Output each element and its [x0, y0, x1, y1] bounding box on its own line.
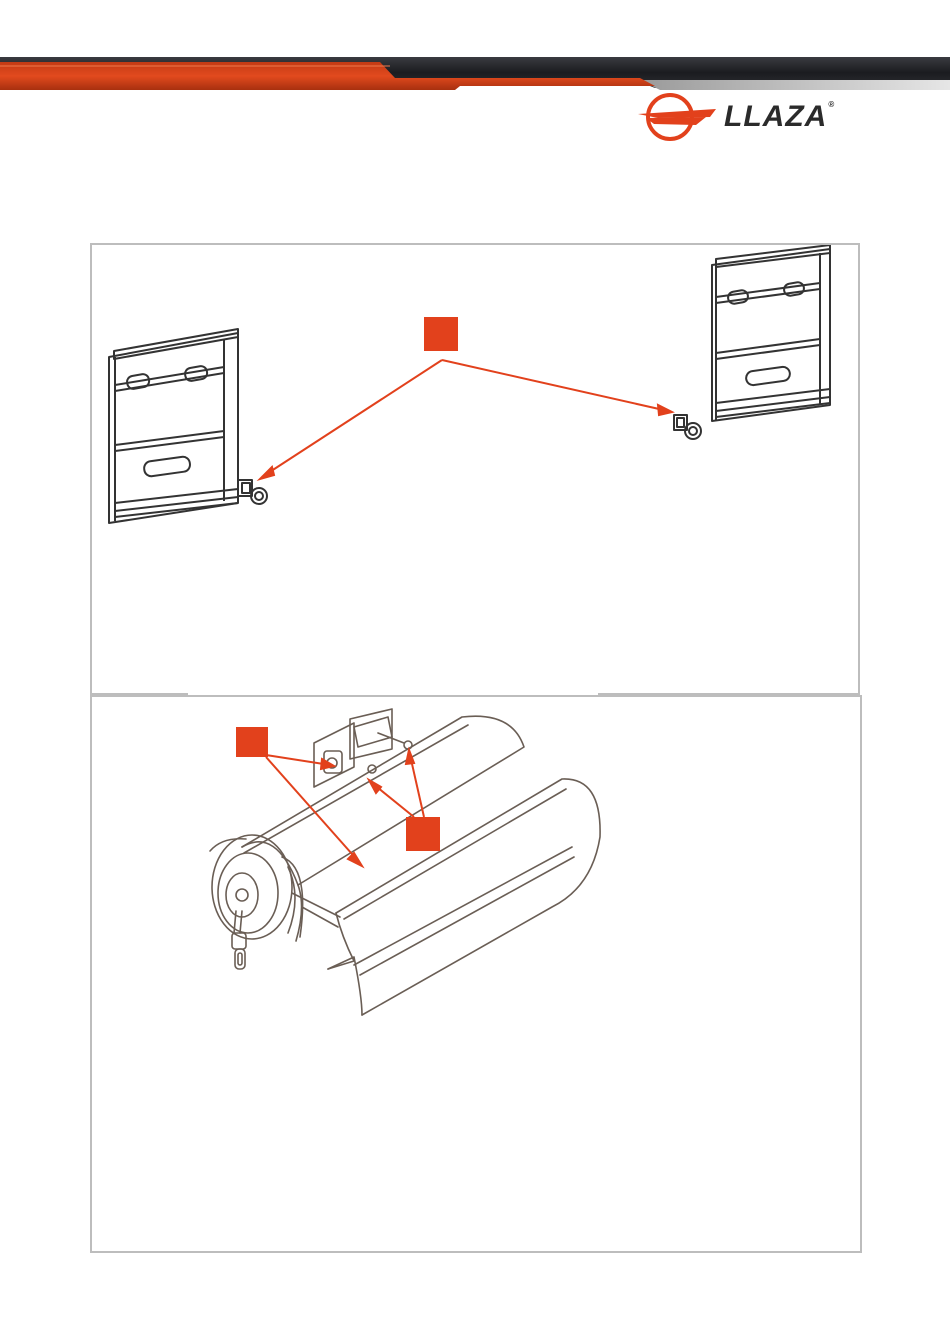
left-bracket-icon — [109, 329, 238, 523]
callout-marker-icon — [424, 317, 458, 351]
crank-handle-icon — [232, 911, 246, 969]
header-band — [0, 0, 950, 100]
figure-panel-brackets — [90, 243, 860, 695]
cassette-illustration — [92, 697, 860, 1251]
right-bracket-icon — [712, 245, 830, 421]
left-bolt-icon — [238, 480, 267, 504]
brand-name: LLAZA® — [724, 100, 835, 134]
end-cap-icon — [210, 835, 303, 939]
right-bolt-icon — [674, 415, 701, 439]
callout-marker-a-icon — [236, 727, 268, 757]
brackets-illustration — [92, 245, 858, 693]
callout-marker-b-icon — [406, 817, 440, 851]
cassette-cover-icon — [242, 716, 600, 1015]
figure-panel-cassette — [90, 695, 862, 1253]
